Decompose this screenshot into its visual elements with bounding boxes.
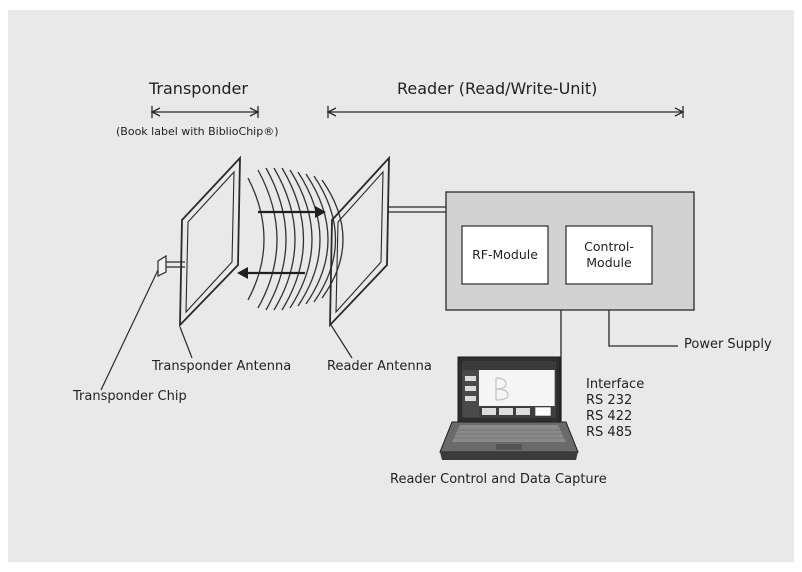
transponder-antenna-icon: [179, 155, 241, 328]
reader-antenna-leader: [330, 324, 353, 359]
control-module-box: [565, 225, 653, 285]
rf-module-label: RF-Module: [472, 247, 538, 262]
reader-antenna-icon: [329, 155, 390, 328]
reader-control-label: Reader Control and Data Capture: [390, 472, 607, 487]
reader-span-marker: [326, 106, 685, 118]
radio-wave-icon: [247, 167, 344, 311]
control-module-label-line1: Control-: [584, 239, 634, 254]
arrow-left-icon: [237, 267, 305, 279]
power-supply-line: [608, 310, 678, 347]
power-supply-label: Power Supply: [684, 337, 772, 352]
reader-heading: Reader (Read/Write-Unit): [397, 79, 598, 98]
transponder-span-marker: [150, 106, 260, 118]
reader-antenna-label: Reader Antenna: [327, 359, 432, 374]
arrow-right-icon: [258, 206, 326, 218]
interface-rs232: RS 232: [586, 393, 633, 408]
transponder-antenna-label: Transponder Antenna: [152, 359, 292, 374]
laptop-icon: [439, 356, 579, 460]
antenna-cable: [388, 206, 446, 213]
transponder-antenna-leader: [179, 326, 193, 359]
transponder-heading: Transponder: [149, 79, 248, 98]
rf-module-box: [461, 225, 549, 285]
interface-rs485: RS 485: [586, 425, 633, 440]
transponder-chip-label: Transponder Chip: [73, 389, 187, 404]
transponder-chip-leader: [100, 269, 159, 391]
transponder-note: (Book label with BiblioChip®): [116, 125, 279, 138]
interface-rs422: RS 422: [586, 409, 633, 424]
control-module-label-line2: Module: [586, 255, 632, 270]
interface-label: Interface: [586, 377, 645, 392]
